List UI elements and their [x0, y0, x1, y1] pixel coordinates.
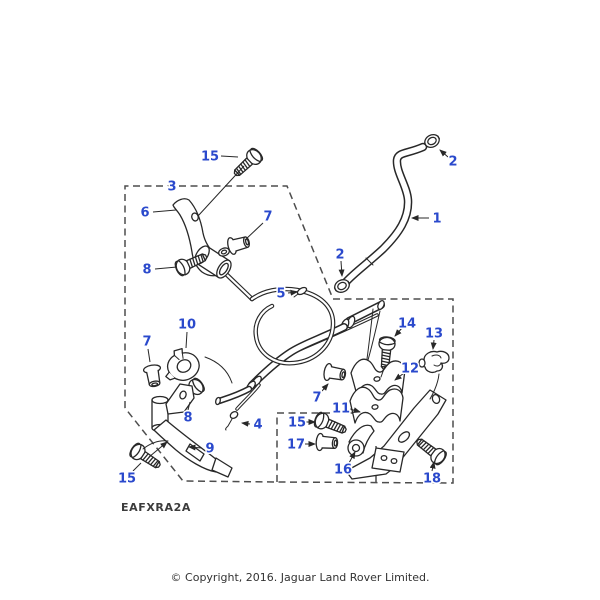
part-callout-16[interactable]: 16 [332, 461, 353, 479]
part-4-fitting[interactable] [225, 383, 261, 431]
leader-line [349, 407, 361, 414]
part-callout-1[interactable]: 1 [431, 210, 443, 228]
part-7-bushing-right[interactable] [322, 362, 348, 385]
leader-line [132, 462, 142, 472]
part-callout-2[interactable]: 2 [447, 153, 459, 171]
part-17-bushing[interactable] [314, 432, 339, 453]
leader-line [287, 289, 298, 296]
leader-line [439, 149, 449, 158]
part-callout-11[interactable]: 11 [330, 400, 351, 418]
leader-line [338, 260, 345, 277]
leader-line [188, 444, 203, 451]
leader-line [220, 155, 239, 158]
part-callout-7[interactable]: 7 [311, 389, 323, 407]
leader-line [187, 401, 191, 411]
leader-lines [132, 149, 449, 472]
part-callout-2[interactable]: 2 [334, 246, 346, 264]
indicator-curve-clamp10 [204, 356, 233, 384]
leader-line [148, 441, 168, 458]
part-callout-8[interactable]: 8 [141, 261, 153, 279]
part-10-clamp[interactable] [157, 343, 204, 389]
indicator-curve-clamp12 [366, 308, 374, 360]
leader-line [147, 348, 151, 363]
part-callout-15[interactable]: 15 [286, 414, 307, 432]
part-13-clip[interactable] [418, 350, 450, 374]
leader-line [348, 451, 356, 464]
leader-line [241, 420, 251, 427]
part-callout-12[interactable]: 12 [399, 360, 420, 378]
pipe-assembly[interactable] [215, 300, 386, 406]
leader-line [152, 209, 177, 213]
part-callout-10[interactable]: 10 [176, 316, 197, 334]
leader-line [394, 372, 405, 381]
leader-line [429, 461, 436, 472]
part-9-bracket[interactable] [142, 383, 233, 478]
part-callout-17[interactable]: 17 [285, 436, 306, 454]
part-1-hose[interactable] [341, 142, 428, 287]
part-callout-13[interactable]: 13 [423, 325, 444, 343]
part-7-bushing-left[interactable] [142, 363, 165, 389]
part-callout-15[interactable]: 15 [116, 470, 137, 488]
part-callout-7[interactable]: 7 [262, 208, 274, 226]
part-callout-8[interactable]: 8 [182, 409, 194, 427]
copyright-text: © Copyright, 2016. Jaguar Land Rover Lim… [170, 571, 430, 584]
part-7-bushing-top[interactable] [225, 232, 252, 256]
part-11-bracket[interactable] [345, 365, 447, 480]
part-callout-18[interactable]: 18 [421, 470, 442, 488]
leader-line [394, 327, 403, 337]
leader-line [430, 339, 437, 350]
indicator-curve-clamp12b [367, 310, 381, 361]
leader-line [244, 222, 264, 241]
leader-line [197, 165, 245, 217]
leader-line [321, 383, 329, 392]
part-callout-15[interactable]: 15 [199, 148, 220, 166]
indicator-curve-clip13 [429, 373, 440, 400]
figure-code: EAFXRA2A [121, 501, 191, 514]
part-callout-5[interactable]: 5 [275, 285, 287, 303]
part-16-link[interactable] [347, 424, 375, 457]
leader-line [185, 331, 188, 349]
part-callout-14[interactable]: 14 [396, 315, 417, 333]
hose-loop[interactable] [217, 265, 336, 366]
leader-line [154, 266, 178, 270]
part-callout-7[interactable]: 7 [141, 333, 153, 351]
part-callout-4[interactable]: 4 [252, 416, 264, 434]
part-callout-9[interactable]: 9 [204, 440, 216, 458]
part-15-bolt-bottom-left[interactable] [127, 440, 165, 474]
part-callout-3[interactable]: 3 [166, 178, 178, 196]
part-callout-6[interactable]: 6 [139, 204, 151, 222]
